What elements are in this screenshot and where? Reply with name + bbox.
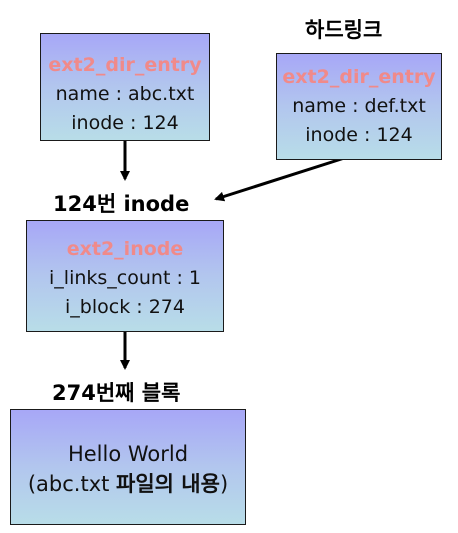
data-block-box: Hello World (abc.txt 파일의 내용) <box>10 409 246 525</box>
dir-entry-abc-name: name : abc.txt <box>55 83 195 105</box>
inode-links-count: i_links_count : 1 <box>49 267 201 289</box>
dir-entry-def: ext2_dir_entry name : def.txt inode : 12… <box>276 53 442 160</box>
inode-heading: 124번 inode <box>53 192 190 216</box>
data-block-line2-suffix: ) <box>219 472 229 496</box>
dir-entry-abc-inode: inode : 124 <box>71 112 179 134</box>
data-block-line1: Hello World <box>67 442 189 466</box>
inode-block: i_block : 274 <box>65 296 185 318</box>
arrow-def-to-inode <box>214 152 358 202</box>
dir-entry-abc-type: ext2_dir_entry <box>48 54 202 76</box>
data-block-line2-prefix: (abc.txt <box>27 472 117 496</box>
block-heading: 274번째 블록 <box>52 381 181 405</box>
inode-box: ext2_inode i_links_count : 1 i_block : 2… <box>26 220 224 332</box>
dir-entry-def-inode: inode : 124 <box>305 124 413 146</box>
dir-entry-def-type: ext2_dir_entry <box>282 66 436 88</box>
dir-entry-def-name: name : def.txt <box>292 95 426 117</box>
inode-type: ext2_inode <box>66 238 184 260</box>
data-block-line2-korean: 파일의 내용 <box>116 472 220 496</box>
hardlink-heading: 하드링크 <box>305 18 383 42</box>
data-block-line2: (abc.txt 파일의 내용) <box>11 469 245 499</box>
dir-entry-abc: ext2_dir_entry name : abc.txt inode : 12… <box>40 33 210 141</box>
